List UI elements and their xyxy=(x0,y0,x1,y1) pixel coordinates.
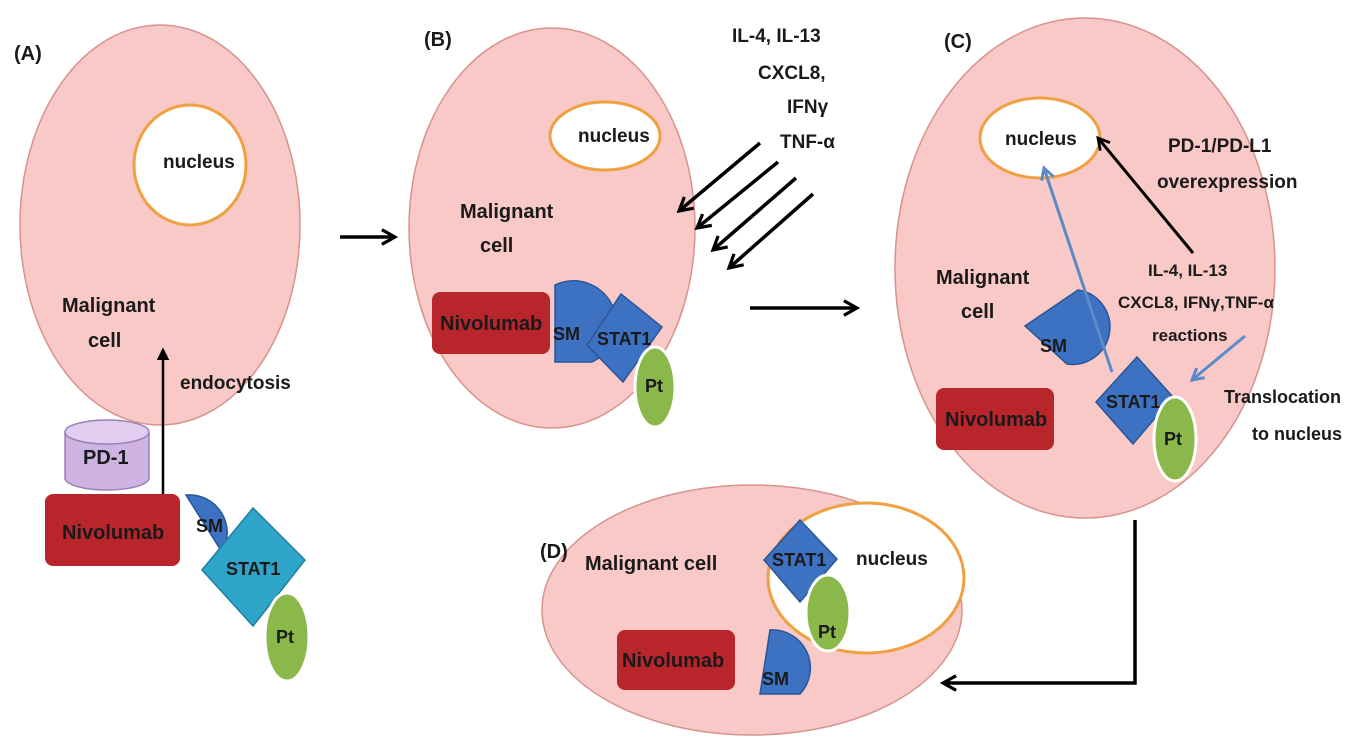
reactions-label-3: reactions xyxy=(1152,326,1228,345)
malignant-cell-a xyxy=(19,24,301,426)
stat1-a-label: STAT1 xyxy=(226,559,280,579)
endocytosis-label: endocytosis xyxy=(180,373,291,394)
pd1-receptor: PD-1 xyxy=(64,419,150,491)
pd1-label: PD-1 xyxy=(83,447,129,469)
translocation-label-1: Translocation xyxy=(1224,387,1341,407)
overexpression-label-1: PD-1/PD-L1 xyxy=(1168,136,1272,157)
panel-b: (B) nucleus Malignant cell IL-4, IL-13 C… xyxy=(408,26,835,429)
reactions-label-2: CXCL8, IFNγ,TNF-α xyxy=(1118,293,1274,312)
nivolumab-c-label: Nivolumab xyxy=(945,409,1047,431)
panel-c-letter: (C) xyxy=(944,31,972,53)
pt-b-label: Pt xyxy=(645,376,663,396)
stat1-c-label: STAT1 xyxy=(1106,392,1160,412)
malignant-label-c-1: Malignant xyxy=(936,267,1030,289)
stat1-b-label: STAT1 xyxy=(597,329,651,349)
sm-c-label: SM xyxy=(1040,336,1067,356)
panel-a: (A) nucleus Malignant cell endocytosis P… xyxy=(14,24,311,683)
stat1-d: STAT1 xyxy=(763,518,839,604)
malignant-label-c-2: cell xyxy=(961,301,994,323)
pt-a: Pt xyxy=(263,591,311,683)
cytokine-2: CXCL8, xyxy=(758,63,826,84)
reactions-label-1: IL-4, IL-13 xyxy=(1148,261,1227,280)
nivolumab-b: Nivolumab xyxy=(432,292,550,354)
nivolumab-c: Nivolumab xyxy=(936,388,1054,450)
blue-arrow-translocation xyxy=(1044,168,1114,373)
cytokine-3: IFNγ xyxy=(787,97,829,118)
sm-b-label: SM xyxy=(553,324,580,344)
malignant-label-d: Malignant cell xyxy=(585,553,717,575)
cytokine-1: IL-4, IL-13 xyxy=(732,26,821,47)
malignant-label-a-2: cell xyxy=(88,330,121,352)
stat1-b: STAT1 xyxy=(586,292,664,384)
overexpression-label-2: overexpression xyxy=(1157,172,1297,193)
nucleus-a xyxy=(132,103,248,227)
panel-a-letter: (A) xyxy=(14,43,42,65)
nivolumab-a-label: Nivolumab xyxy=(62,522,164,544)
panel-d-letter: (D) xyxy=(540,541,568,563)
sm-d: SM xyxy=(759,629,812,695)
nivolumab-a: Nivolumab xyxy=(45,494,180,566)
pt-d: Pt xyxy=(804,573,852,653)
stat1-a: STAT1 xyxy=(201,506,307,628)
pt-c: Pt xyxy=(1152,395,1198,483)
nivolumab-d: Nivolumab xyxy=(617,630,735,690)
malignant-label-b-1: Malignant xyxy=(460,201,554,223)
nivolumab-d-label: Nivolumab xyxy=(622,650,724,672)
stat1-c: STAT1 xyxy=(1094,355,1174,446)
pt-c-label: Pt xyxy=(1164,429,1182,449)
nivolumab-b-label: Nivolumab xyxy=(440,313,542,335)
nucleus-d-label: nucleus xyxy=(856,549,928,570)
overexpression-arrow xyxy=(1098,138,1195,254)
panel-b-letter: (B) xyxy=(424,29,452,51)
pt-d-label: Pt xyxy=(818,622,836,642)
cytokine-4: TNF-α xyxy=(780,132,835,153)
malignant-label-a-1: Malignant xyxy=(62,295,156,317)
sm-a-label: SM xyxy=(196,516,223,536)
nucleus-b xyxy=(548,100,662,172)
nucleus-c-label: nucleus xyxy=(1005,129,1077,150)
sm-d-label: SM xyxy=(762,669,789,689)
malignant-label-b-2: cell xyxy=(480,235,513,257)
arrow-c-to-d xyxy=(943,520,1137,683)
cytokine-list: IL-4, IL-13 CXCL8, IFNγ TNF-α xyxy=(732,26,835,153)
nucleus-b-label: nucleus xyxy=(578,126,650,147)
panel-c: (C) nucleus PD-1/PD-L1 overexpression Ma… xyxy=(894,17,1342,519)
sm-c: SM xyxy=(1023,289,1111,366)
blue-arrow-reactions xyxy=(1192,334,1246,380)
nucleus-a-label: nucleus xyxy=(163,152,235,173)
pt-a-label: Pt xyxy=(276,627,294,647)
cytokine-arrows xyxy=(679,141,815,268)
translocation-label-2: to nucleus xyxy=(1252,424,1342,444)
stat1-d-label: STAT1 xyxy=(772,550,826,570)
pt-b: Pt xyxy=(633,345,677,429)
panel-d: (D) Malignant cell nucleus STAT1 Pt Nivo… xyxy=(540,484,966,736)
sm-a: SM xyxy=(184,494,228,554)
